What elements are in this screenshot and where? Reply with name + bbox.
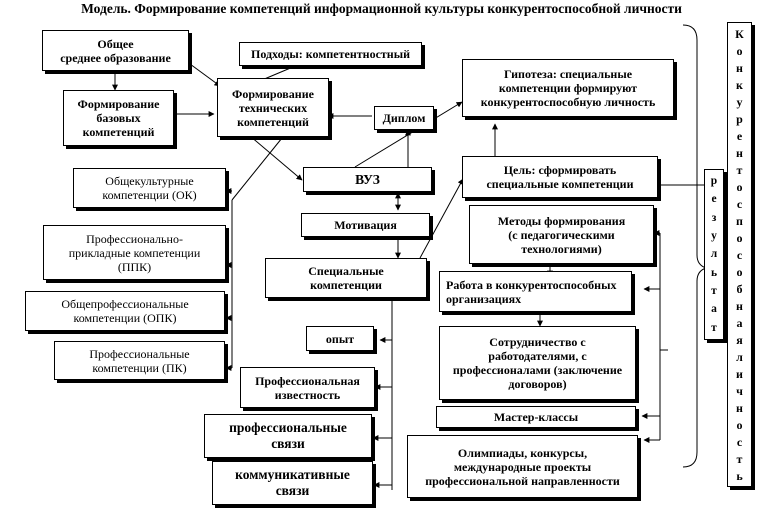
vertical-letter: е: [736, 128, 743, 143]
professional-applied-box: Профессионально- прикладные компетенции …: [43, 225, 226, 280]
vertical-letter: с: [736, 247, 743, 262]
vertical-letter: т: [711, 285, 717, 298]
master-classes-box: Мастер-классы: [436, 406, 636, 428]
vertical-letter: у: [736, 94, 743, 109]
hypothesis-box: Гипотеза: специальные компетенции формир…: [462, 59, 674, 117]
vertical-letter: т: [736, 451, 743, 466]
general-education-box: Общее среднее образование: [42, 30, 189, 71]
diagram-title: Модель. Формирование компетенций информа…: [81, 1, 682, 16]
vertical-letter: о: [736, 43, 743, 58]
vertical-letter: л: [710, 248, 718, 261]
vertical-letter: о: [736, 230, 743, 245]
communicative-box: коммуникативные связи: [212, 461, 373, 505]
vertical-letter: я: [736, 332, 743, 347]
vertical-letter: ь: [710, 266, 718, 279]
vertical-letter: о: [736, 264, 743, 279]
vertical-letter: к: [736, 77, 743, 92]
vertical-letter: н: [736, 400, 743, 415]
olympiads-box: Олимпиады, конкурсы, международные проек…: [407, 435, 638, 498]
vertical-letter: п: [736, 213, 743, 228]
vertical-letter: б: [736, 281, 743, 296]
goal-box: Цель: сформировать специальные компетенц…: [462, 156, 658, 198]
diploma-box: Диплом: [374, 106, 434, 130]
vertical-letter: с: [736, 196, 743, 211]
vertical-letter: а: [711, 303, 717, 316]
vertical-letter: н: [736, 60, 743, 75]
general-professional-box: Общепрофессиональные компетенции (ОПК): [25, 291, 225, 331]
vertical-letter: з: [711, 211, 717, 224]
special-competencies-box: Специальные компетенции: [265, 258, 427, 298]
vertical-letter: а: [736, 315, 743, 330]
vertical-letter: л: [736, 349, 743, 364]
prof-connections-box: профессиональные связи: [204, 414, 372, 458]
arrow-general-to-technical: [189, 63, 221, 87]
arrow-technical-to-approaches: [261, 63, 301, 81]
competitive-orgs-box: Работа в конкурентоспособных организация…: [439, 271, 632, 312]
cooperation-box: Сотрудничество с работодателями, с профе…: [439, 326, 636, 400]
approaches-box: Подходы: компетентностный: [239, 42, 422, 66]
vertical-letter: К: [735, 26, 744, 41]
professional-box: Профессиональные компетенции (ПК): [54, 341, 225, 380]
vertical-letter: т: [736, 162, 743, 177]
outcome-bracket: [682, 24, 708, 468]
basic-competencies-box: Формирование базовых компетенций: [63, 90, 174, 146]
vertical-letter: н: [736, 298, 743, 313]
vertical-letter: н: [736, 145, 743, 160]
vertical-letter: е: [711, 193, 717, 206]
arrow-vuz-to-hypothesis: [354, 101, 463, 168]
experience-box: опыт: [306, 326, 374, 351]
vertical-letter: ь: [736, 468, 743, 483]
general-cultural-box: Общекультурные компетенции (ОК): [73, 168, 226, 208]
vertical-letter: о: [736, 417, 743, 432]
arrow-technical-to-vuz: [249, 135, 303, 181]
vertical-letter: р: [736, 111, 743, 126]
university-box: ВУЗ: [303, 167, 432, 192]
prof-fame-box: Профессиональная известность: [240, 367, 375, 408]
methods-box: Методы формирования (с педагогическими т…: [469, 205, 654, 264]
technical-competencies-box: Формирование технических компетенций: [217, 78, 329, 137]
arrow-special-to-goal: [419, 178, 464, 259]
vertical-letter: о: [736, 179, 743, 194]
vertical-letter: ч: [736, 383, 743, 398]
vertical-letter: р: [710, 175, 718, 188]
vertical-letter: с: [736, 434, 743, 449]
vertical-letter: и: [736, 366, 743, 381]
vertical-letter: у: [711, 230, 717, 243]
vertical-letter: т: [711, 321, 717, 334]
line-technical-to-left-column: [231, 137, 283, 201]
motivation-box: Мотивация: [301, 213, 430, 237]
